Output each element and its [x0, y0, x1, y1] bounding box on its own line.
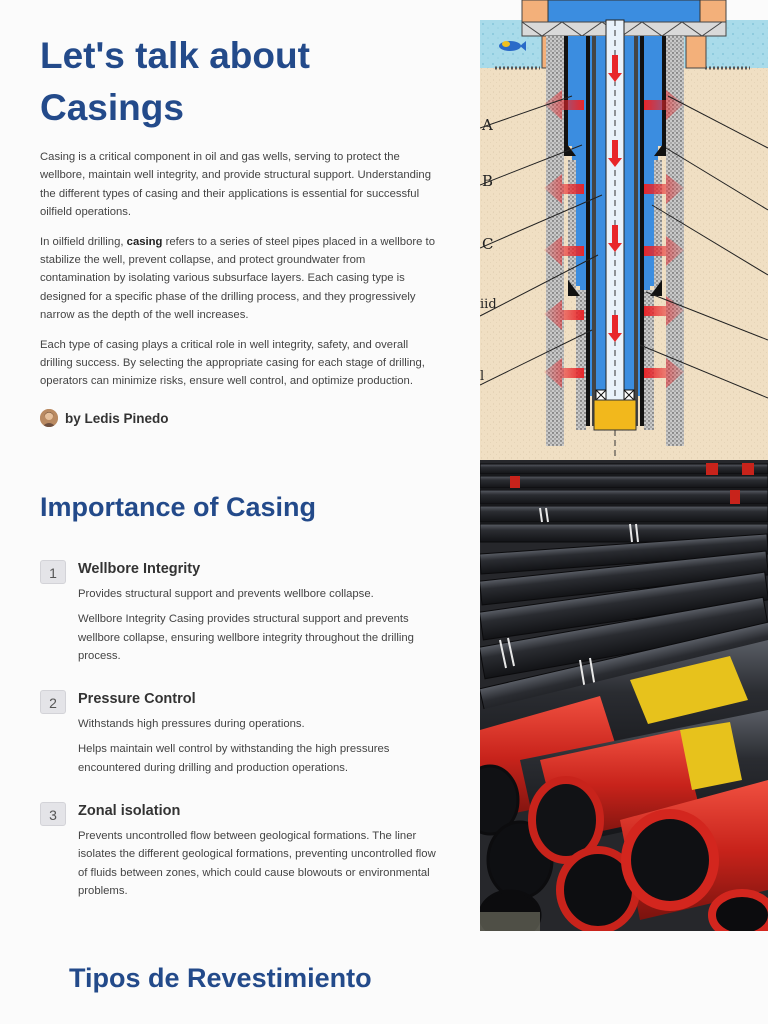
- item-detail: Prevents uncontrolled flow between geolo…: [78, 830, 436, 898]
- item-number-badge: 2: [40, 690, 66, 714]
- intro-paragraph-2-bold: casing: [126, 235, 163, 248]
- author-avatar: [40, 409, 58, 427]
- importance-item-3: 3 Zonal isolation Prevents uncontrolled …: [40, 800, 440, 900]
- item-title: Zonal isolation: [78, 803, 181, 819]
- item-summary: Withstands high pressures during operati…: [78, 718, 305, 730]
- importance-item-1: 1 Wellbore Integrity Provides structural…: [40, 558, 440, 668]
- intro-paragraph-3: Each type of casing plays a critical rol…: [40, 338, 425, 388]
- item-detail: Helps maintain well control by withstand…: [78, 743, 390, 774]
- intro-paragraph-2-end: refers to a series of steel pipes placed…: [40, 235, 435, 322]
- author-byline: by Ledis Pinedo: [40, 407, 169, 429]
- author-name: by Ledis Pinedo: [65, 410, 169, 426]
- item-title: Wellbore Integrity: [78, 561, 201, 577]
- intro-paragraph-2: In oilfield drilling, casing refers to a…: [40, 233, 438, 325]
- item-summary: Provides structural support and prevents…: [78, 588, 374, 600]
- diagram-label-c: C: [482, 235, 493, 253]
- intro-section: Casing is a critical component in oil an…: [40, 148, 438, 402]
- diagram-label-b: B: [482, 172, 493, 190]
- tipos-heading: Tipos de Revestimiento: [69, 963, 372, 993]
- diagram-label-d: iid: [480, 297, 497, 312]
- intro-paragraph-1: Casing is a critical component in oil an…: [40, 151, 431, 219]
- item-detail: Wellbore Integrity Casing provides struc…: [78, 613, 414, 663]
- item-number-badge: 3: [40, 802, 66, 826]
- item-title: Pressure Control: [78, 691, 196, 707]
- casing-pipes-photo: [480, 460, 768, 931]
- importance-item-2: 2 Pressure Control Withstands high press…: [40, 688, 440, 778]
- importance-heading: Importance of Casing: [40, 492, 317, 522]
- diagram-label-a: A: [481, 116, 493, 134]
- intro-paragraph-2-start: In oilfield drilling,: [40, 235, 127, 248]
- item-number-badge: 1: [40, 560, 66, 584]
- diagram-label-e: l: [480, 369, 484, 384]
- well-casing-diagram: A B C iid l: [480, 0, 768, 460]
